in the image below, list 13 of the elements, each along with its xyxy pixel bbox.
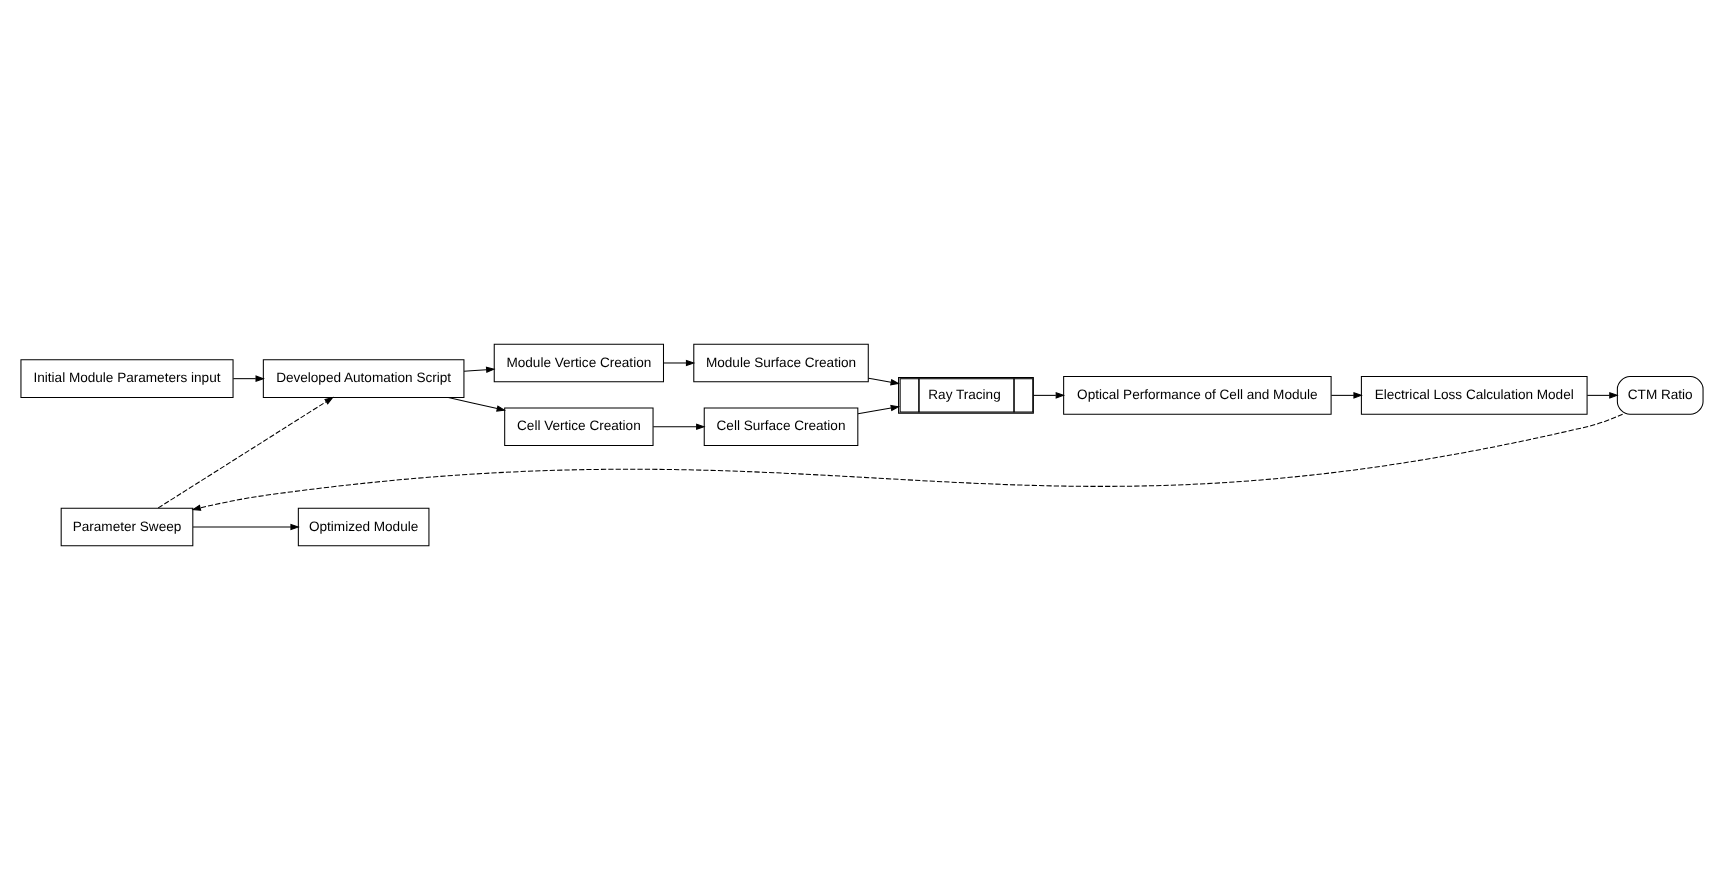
arrow	[192, 523, 300, 531]
arrow	[157, 396, 334, 509]
arrow	[1033, 392, 1066, 399]
arrow	[663, 359, 696, 367]
arrow	[232, 375, 265, 382]
arrow	[463, 366, 496, 373]
arrow	[1586, 392, 1619, 399]
arrow	[857, 404, 901, 415]
arrow	[447, 397, 506, 412]
arrow	[191, 413, 1624, 511]
arrow	[867, 377, 900, 386]
arrow	[1330, 392, 1363, 399]
arrow	[652, 423, 706, 430]
